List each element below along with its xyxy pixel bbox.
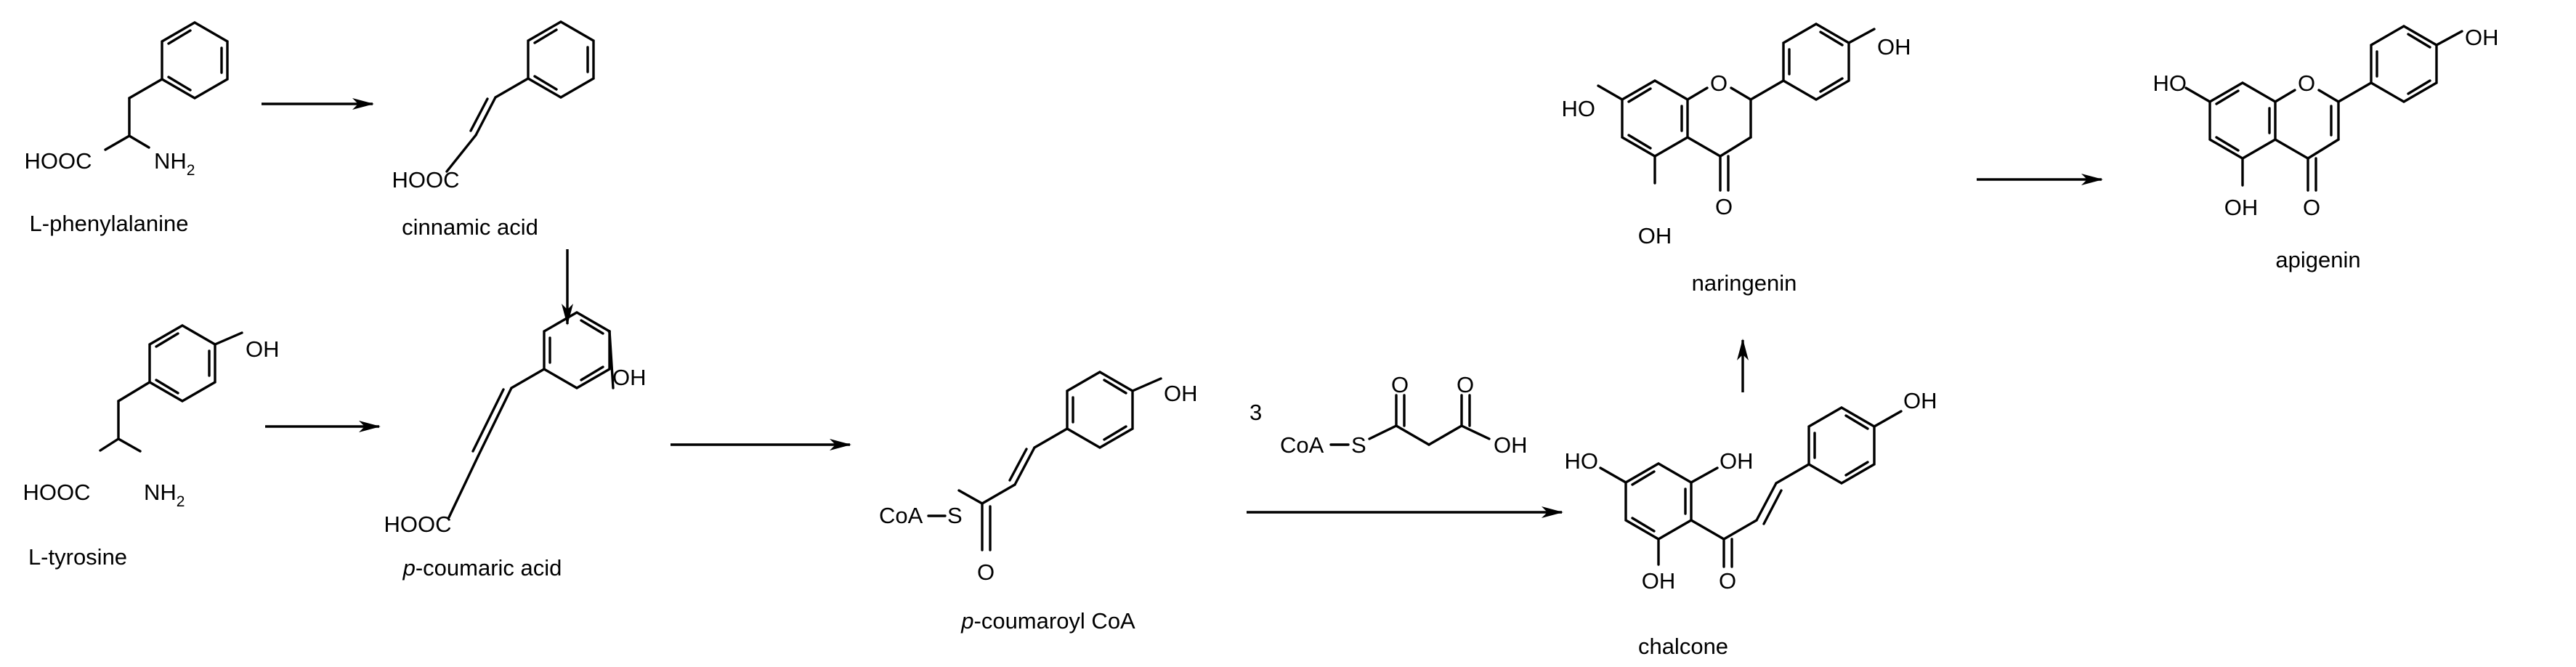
b-ring: [2370, 25, 2438, 103]
hydroxyl-label-left: HO: [2153, 70, 2187, 96]
compound-name: L-phenylalanine: [30, 211, 189, 236]
sulfur-label: S: [1351, 432, 1366, 458]
compound-l-phenylalanine: HOOC NH2 L-phenylalanine: [25, 21, 229, 236]
stoichiometry-label: 3: [1249, 400, 1262, 425]
benzene-ring: [161, 21, 229, 100]
compound-name: apigenin: [2275, 247, 2360, 272]
compound-name: p-coumaric acid: [402, 555, 562, 581]
benzene-ring: [543, 311, 611, 389]
hydroxyl-label: OH: [1164, 381, 1198, 406]
hydroxyl-label: OH: [1494, 432, 1528, 458]
compound-p-coumaric-acid: OH HOOC p-coumaric acid: [384, 311, 647, 581]
hydroxyl-label-top: OH: [1720, 448, 1754, 474]
compound-name: chalcone: [1638, 634, 1728, 659]
b-ring: [1782, 23, 1850, 101]
hydroxyl-label-left-text: HO: [1565, 448, 1599, 474]
compound-name: p-coumaroyl CoA: [960, 608, 1135, 634]
compound-naringenin: HO OH O O OH naringenin: [1562, 23, 1911, 296]
compound-chalcone: OH HO OH OH O OH chalcone: [1565, 388, 1937, 659]
benzene-ring: [148, 324, 216, 403]
hydroxyl-label-right: OH: [1903, 388, 1937, 413]
hydroxyl-label-left: HO: [1562, 96, 1596, 121]
oxygen-label-2: O: [1457, 372, 1474, 397]
compound-name: naringenin: [1692, 270, 1797, 296]
coa-label: CoA: [879, 503, 923, 528]
acid-group-label: HOOC: [25, 148, 92, 174]
hydroxyl-label-right: OH: [2465, 25, 2499, 50]
hydroxyl-label-bottom: OH: [1642, 568, 1676, 594]
hydroxyl-label-bottom: OH: [2224, 195, 2259, 220]
compound-name: L-tyrosine: [28, 544, 127, 570]
sulfur-label: S: [947, 503, 963, 528]
compound-apigenin: HO OH O O OH apigenin: [2153, 25, 2499, 272]
oxygen-label-1: O: [1391, 372, 1409, 397]
ketone-oxygen-label: O: [977, 559, 995, 585]
ring-oxygen-label: O: [1710, 70, 1728, 96]
acid-group-label: HOOC: [392, 167, 460, 193]
phloroglucinol-ring: [1624, 462, 1693, 541]
a-ring: [1621, 79, 1689, 158]
hydroxyl-label: OH: [246, 336, 280, 362]
ketone-oxygen-label: O: [1715, 194, 1733, 219]
ring-oxygen-label: O: [2298, 70, 2315, 96]
acid-group-label: HOOC: [384, 512, 452, 537]
phenol-ring: [1807, 406, 1876, 485]
compound-cinnamic-acid: HOOC cinnamic acid: [392, 20, 595, 240]
benzene-ring: [527, 20, 595, 99]
a-ring: [2208, 81, 2277, 160]
compound-l-tyrosine: OH HOOC NH2 L-tyrosine: [23, 324, 280, 570]
hydroxyl-label-right: OH: [1877, 34, 1911, 60]
benzene-ring: [1066, 371, 1134, 449]
compound-name: cinnamic acid: [402, 214, 538, 240]
compound-p-coumaroyl-coa: OH S CoA O p-coumaroyl CoA: [879, 371, 1198, 634]
compound-malonyl-coa: 3 CoA S O O OH: [1249, 372, 1528, 458]
hydroxyl-label-bottom: OH: [1638, 223, 1672, 248]
amine-label: NH2: [154, 148, 195, 179]
coa-label: CoA: [1280, 432, 1324, 458]
acid-group-label: HOOC: [23, 480, 91, 505]
hydroxyl-label: OH: [612, 365, 647, 390]
ketone-oxygen-label: O: [2303, 195, 2320, 220]
ketone-oxygen-label: O: [1719, 568, 1736, 594]
amine-label: NH2: [144, 480, 185, 510]
